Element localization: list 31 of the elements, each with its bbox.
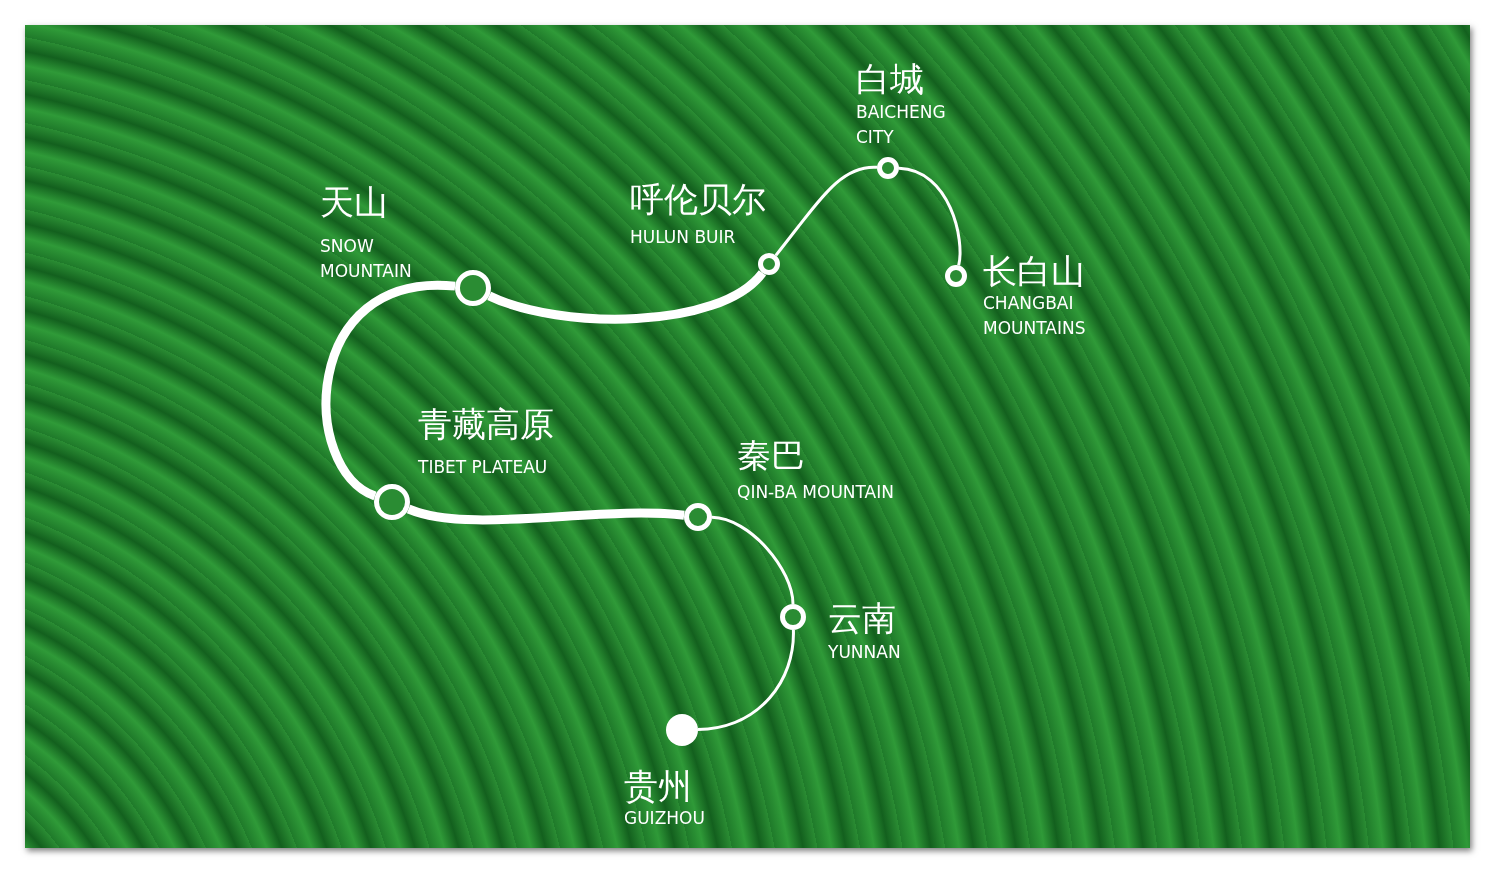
route-line [407,504,685,525]
place-name-english: GUIZHOU [624,807,706,830]
place-name: 贵州 [624,767,692,805]
route-line [321,281,456,500]
route-line [697,629,795,732]
route-stop-marker [684,503,712,531]
place-name-english: SNOW MOUNTAIN [320,235,413,283]
route-line [898,166,962,266]
route-stop-marker [945,265,967,287]
route-stop-marker [780,604,806,630]
place-name: 青藏高原 [418,405,554,443]
route-line [774,165,878,257]
route-line [711,515,795,605]
route-stop-marker [455,270,491,306]
place-name: 白城 [856,60,924,98]
place-name-english: TIBET PLATEAU [418,456,549,479]
route-stop-marker [374,484,410,520]
place-name-english: QIN-BA MOUNTAIN [737,481,895,504]
place-name: 长白山 [983,252,1085,290]
place-name: 天山 [320,183,388,221]
place-name: 秦巴 [737,436,805,474]
place-name: 呼伦贝尔 [630,180,766,218]
place-name: 云南 [828,599,896,637]
route-stop-marker [758,253,780,275]
place-name-english: BAICHENG CITY [856,101,947,149]
place-name-english: HULUN BUIR [630,226,737,249]
route-start-dot [666,714,698,746]
route-line [487,269,766,324]
route-stop-marker [877,157,899,179]
place-name-english: CHANGBAI MOUNTAINS [983,292,1087,340]
place-name-english: YUNNAN [828,641,902,664]
